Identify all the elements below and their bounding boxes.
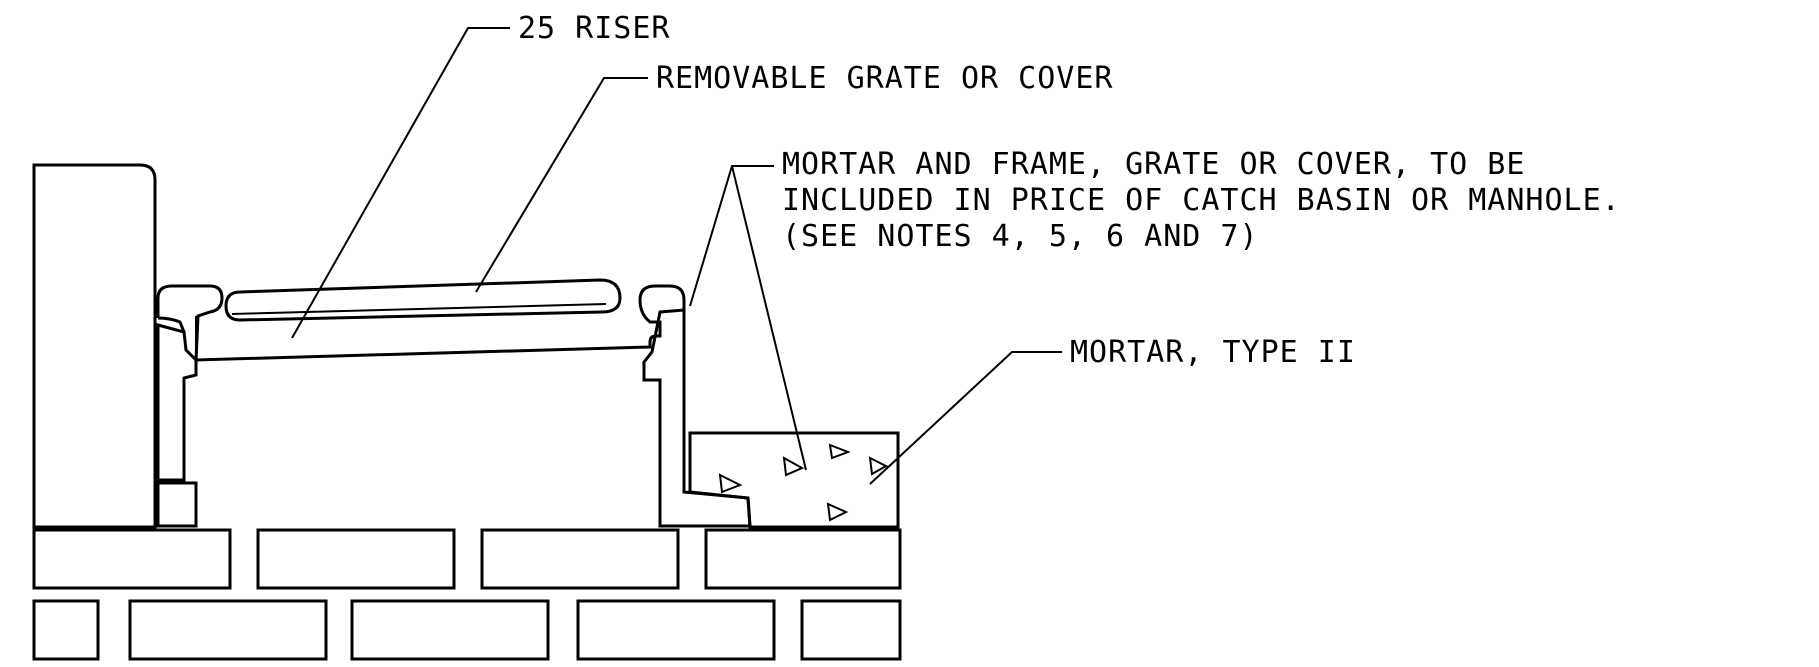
mortar-type-label: MORTAR, TYPE II (1070, 335, 1356, 370)
masonry-wall (32, 163, 157, 529)
mortar-frame-label-line3: (SEE NOTES 4, 5, 6 AND 7) (782, 219, 1259, 254)
mortar-frame-label-line2: INCLUDED IN PRICE OF CATCH BASIN OR MANH… (782, 183, 1621, 218)
brick-courses (32, 528, 902, 661)
mortar-bed (688, 431, 900, 529)
grate-label: REMOVABLE GRATE OR COVER (656, 61, 1113, 96)
riser-label: 25 RISER (518, 11, 671, 46)
mortar-block-left (156, 481, 198, 528)
mortar-frame-label-line1: MORTAR AND FRAME, GRATE OR COVER, TO BE (782, 147, 1525, 182)
frame-left-section (156, 323, 198, 482)
frame-right-section (642, 308, 752, 528)
leader-lines (291, 27, 1062, 485)
grate-cover (156, 278, 686, 362)
